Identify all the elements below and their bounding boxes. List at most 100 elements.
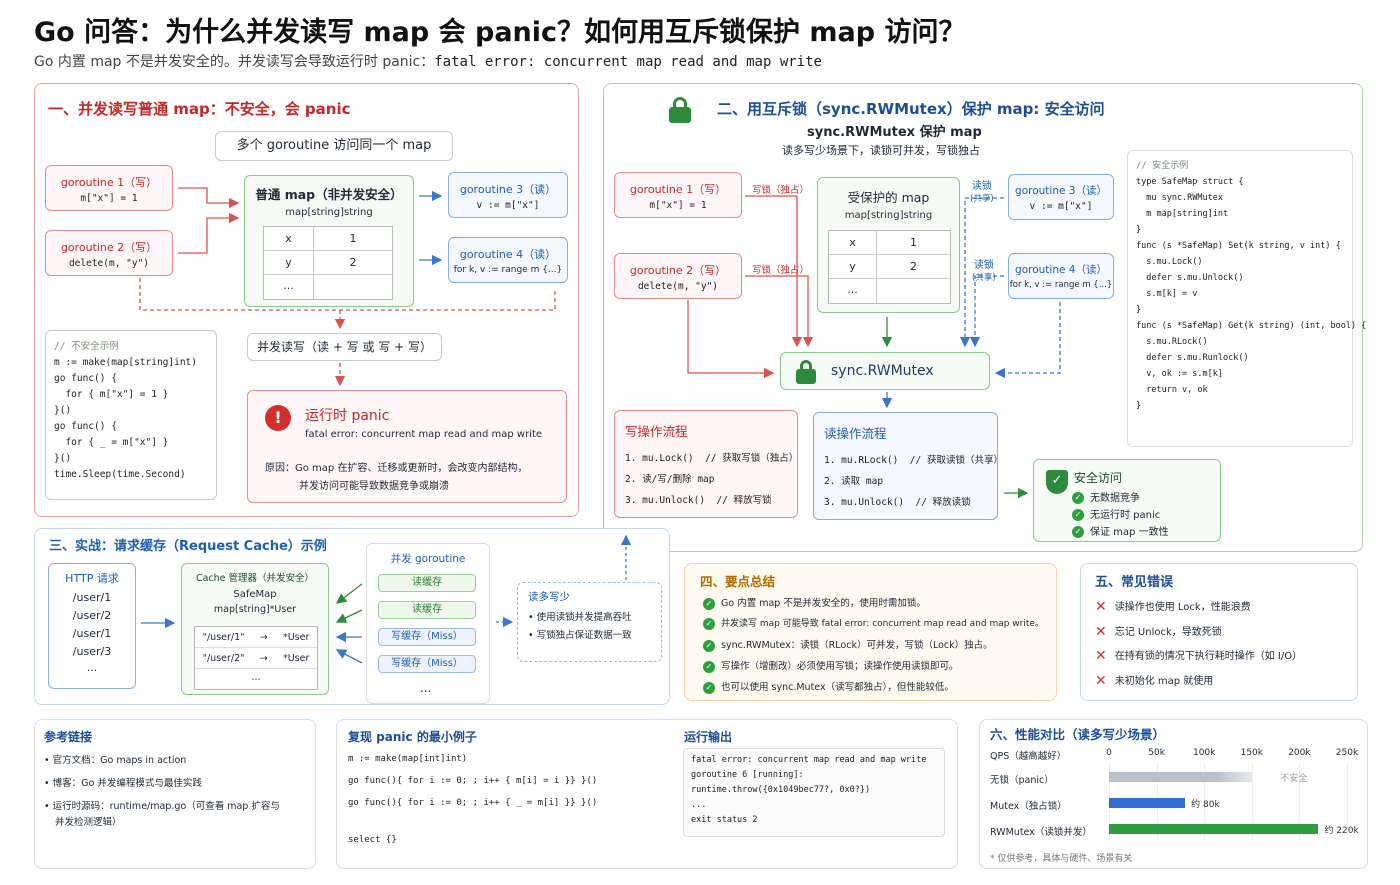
panic-reason-2: 并发访问可能导致数据竞争或崩溃: [299, 481, 449, 492]
perf-gridline: [1204, 763, 1206, 841]
cache-val: *User: [282, 653, 310, 664]
s2-code-line: s.mu.RLock(): [1136, 337, 1208, 347]
tip-text: 写锁独占保证数据一致: [536, 630, 632, 641]
check-icon: ✓: [703, 660, 715, 673]
safe-item-text: 无数据竞争: [1090, 493, 1140, 504]
perf-title: 六、性能对比（读多写少场景）: [990, 727, 1166, 742]
panic-message: fatal error: concurrent map read and map…: [305, 429, 543, 440]
rlock-text: 读锁: [973, 260, 994, 271]
repro-title: 复现 panic 的最小例子: [348, 730, 477, 744]
cross-icon: ✕: [1095, 648, 1107, 664]
check-icon: ✓: [703, 681, 715, 694]
s1-map-title: 普通 map（非并发安全）: [255, 187, 403, 202]
s1-code-line: go func() {: [54, 373, 117, 384]
perf-axis-label: QPS（越高越好）: [990, 751, 1067, 762]
cross-icon: ✕: [1095, 599, 1107, 615]
read-flow-title: 读操作流程: [824, 426, 887, 441]
write-flow-step: 1. mu.Lock() // 获取写锁（独占）: [625, 453, 799, 464]
http-requests-box: HTTP 请求 /user/1 /user/2 /user/1 /user/3 …: [48, 563, 136, 689]
s2-safe-access: ✓ 安全访问 ✓无数据竞争 ✓无运行时 panic ✓保证 map 一致性: [1033, 459, 1221, 542]
s2-goroutine-2: goroutine 2（写） delete(m, "y"): [614, 253, 742, 299]
s2-code-line: defer s.mu.Runlock(): [1136, 353, 1249, 363]
s2-code-line: }: [1136, 305, 1142, 315]
mistake-text: 忘记 Unlock，导致死锁: [1114, 627, 1222, 638]
s2-code-line: type SafeMap struct {: [1136, 177, 1244, 187]
check-icon: ✓: [1072, 509, 1084, 521]
mistake-item: ✕在持有锁的情况下执行耗时操作（如 I/O）: [1095, 647, 1302, 664]
cache-entry: "/user/1"→*User: [195, 627, 317, 648]
summary-text: sync.RWMutex：读锁（RLock）可并发，写锁（Lock）独占。: [721, 640, 993, 651]
section-common-mistakes: [1080, 563, 1358, 701]
subtitle-error: fatal error: concurrent map read and map…: [434, 54, 822, 70]
section-unsafe-title: 一、并发读写普通 map：不安全，会 panic: [48, 100, 351, 118]
s1-g1-code: m["x"] = 1: [80, 193, 138, 204]
page-subtitle: Go 内置 map 不是并发安全的。并发读写会导致运行时 panic：fatal…: [34, 51, 822, 71]
request-item: /user/3: [72, 645, 112, 658]
read-flow-step: 1. mu.RLock() // 获取读锁（共享）: [824, 455, 1003, 466]
safe-title: 安全访问: [1074, 471, 1123, 485]
section-mistakes-title: 五、常见错误: [1095, 575, 1174, 590]
s2-code-title: // 安全示例: [1136, 161, 1189, 171]
check-icon: ✓: [1072, 492, 1084, 504]
s2-write-flow: 写操作流程 1. mu.Lock() // 获取写锁（独占） 2. 读/写/删除…: [614, 410, 798, 518]
http-requests-title: HTTP 请求: [65, 572, 119, 585]
s2-rlock-label-2: 读锁(共享): [972, 259, 996, 285]
s2-goroutine-1: goroutine 1（写） m["x"] = 1: [614, 172, 742, 218]
request-item: /user/1: [72, 627, 112, 640]
perf-gridline: [1251, 763, 1253, 841]
perf-bar: [1109, 772, 1252, 782]
cross-icon: ✕: [1095, 624, 1107, 640]
s1-g3-code: v := m["x"]: [476, 200, 540, 211]
s1-map-row: ...: [264, 275, 392, 299]
perf-tick-label: 150k: [1240, 748, 1263, 758]
s1-code-line: time.Sleep(time.Second): [54, 469, 186, 480]
perf-tick-label: 250k: [1335, 748, 1359, 758]
perf-category-label: RWMutex（读锁并发）: [990, 827, 1092, 838]
s2-g4-label: goroutine 4（读）: [1015, 264, 1107, 276]
s2-code-line: v, ok := s.m[k]: [1136, 369, 1223, 379]
mistake-text: 未初始化 map 就使用: [1114, 676, 1214, 687]
perf-tick-label: 50k: [1148, 748, 1165, 758]
ref-item: • 博客：Go 并发编程模式与最佳实践: [44, 778, 202, 789]
check-icon: ✓: [1072, 526, 1084, 538]
s2-g3-code: v := m["x"]: [1029, 201, 1093, 212]
rlock-shared: (共享): [970, 194, 994, 204]
arrow-right-icon: →: [259, 653, 268, 664]
write-flow-step: 2. 读/写/删除 map: [625, 474, 715, 485]
section-summary-title: 四、要点总结: [700, 574, 776, 589]
read-cache-pill: 读缓存: [378, 574, 476, 592]
mutex-lock-icon: [796, 360, 816, 384]
s2-g1-label: goroutine 1（写）: [629, 183, 727, 196]
s2-code-line: func (s *SafeMap) Set(k string, v int) {: [1136, 241, 1341, 251]
ref-text: 运行时源码：runtime/map.go（可查看 map 扩容与: [52, 801, 280, 812]
ref-item: • 官方文档：Go maps in action: [44, 755, 187, 766]
perf-bar: [1109, 824, 1319, 834]
s2-g4-code: for k, v := range m {...}: [1009, 280, 1113, 290]
cache-entry: ...: [195, 669, 317, 689]
s1-code-title: // 不安全示例: [54, 341, 119, 352]
s1-map-val: 2: [349, 256, 357, 269]
s2-code-line: mu sync.RWMutex: [1136, 193, 1223, 203]
s2-code-line: m map[string]int: [1136, 209, 1229, 219]
cross-icon: ✕: [1095, 673, 1107, 689]
output-line: runtime.throw({0x1049bec77?, 0x0?}): [691, 785, 871, 795]
tip-text: 使用读锁并发提高吞吐: [536, 612, 632, 623]
summary-item: ✓写操作（增删改）必须使用写锁；读操作使用读锁即可。: [703, 658, 959, 673]
s1-unsafe-code: // 不安全示例 m := make(map[string]int) go fu…: [45, 330, 217, 500]
s1-map-type: map[string]string: [285, 207, 373, 218]
panic-icon: !: [265, 405, 291, 431]
perf-category-label: 无锁（panic）: [990, 775, 1054, 786]
summary-item: ✓也可以使用 sync.Mutex（读写都独占），但性能较低。: [703, 679, 954, 694]
s2-subtitle: sync.RWMutex 保护 map: [807, 125, 982, 140]
panic-title: 运行时 panic: [305, 408, 390, 424]
read-flow-step: 3. mu.Unlock() // 释放读锁: [824, 497, 971, 508]
lock-icon: [669, 97, 691, 123]
s2-wlock-label-2: 写锁（独占）: [752, 265, 810, 276]
summary-item: ✓并发读写 map 可能导致 fatal error: concurrent m…: [703, 616, 1044, 630]
